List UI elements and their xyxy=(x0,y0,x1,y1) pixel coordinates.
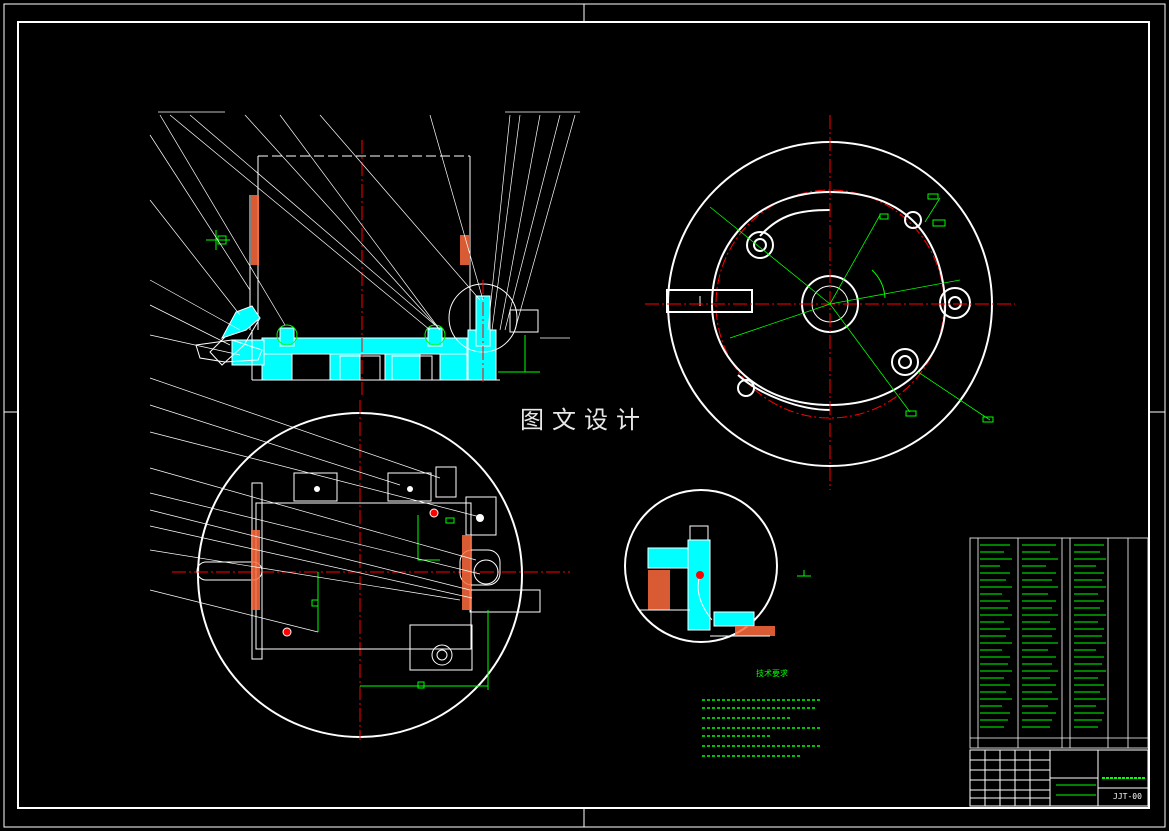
top-plan-view xyxy=(149,377,570,740)
detail-view xyxy=(624,489,811,643)
parts-list-table xyxy=(969,537,1149,749)
drawing-frame xyxy=(3,3,1166,828)
title-block xyxy=(969,749,1149,807)
technical-notes xyxy=(702,699,822,757)
side-circular-view xyxy=(645,115,1015,490)
front-section-view xyxy=(149,111,580,395)
watermark-text: 图文设计 xyxy=(520,406,648,434)
drawing-number: JJT-00 xyxy=(1113,792,1142,801)
technical-requirements-title: 技术要求 xyxy=(756,669,788,678)
